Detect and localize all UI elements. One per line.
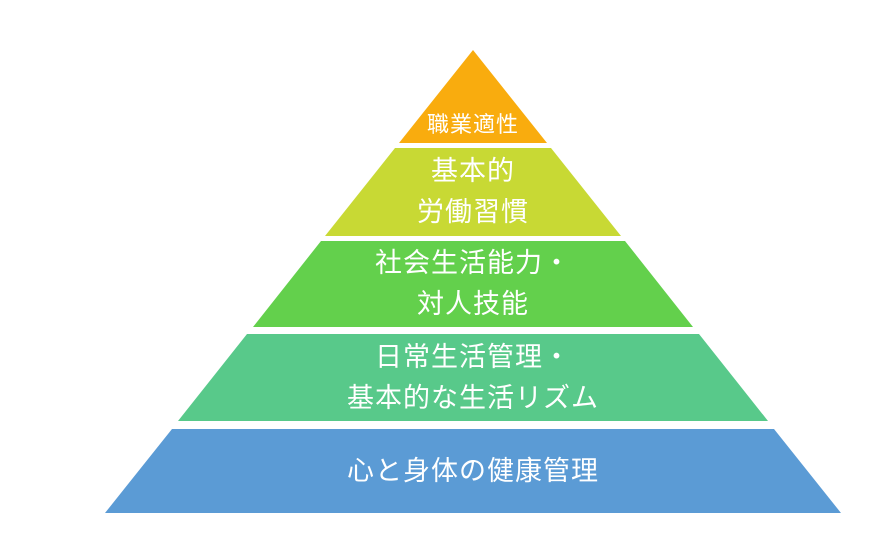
- level-1-label: 職業適性: [426, 112, 519, 137]
- level-4-label-line-2: 基本的な生活リズム: [347, 382, 599, 413]
- pyramid-level-vocational-aptitude: 職業適性: [399, 50, 547, 143]
- level-3-label-line-1: 社会生活能力・: [375, 248, 571, 278]
- pyramid-level-mind-body-health-management: 心と身体の健康管理: [105, 429, 841, 513]
- level-3-label-line-2: 対人技能: [417, 289, 529, 319]
- pyramid-level-basic-work-habits: 基本的 労働習慣: [325, 148, 621, 236]
- pyramid: 職業適性 基本的 労働習慣 社会生活能力・ 対人技能 日常生活管理・ 基本的な生…: [105, 50, 841, 513]
- level-4-label-line-1: 日常生活管理・: [375, 341, 571, 372]
- level-2-label-line-1: 基本的: [431, 156, 515, 186]
- level-2-label-line-2: 労働習慣: [417, 197, 529, 227]
- level-5-label: 心と身体の健康管理: [347, 455, 599, 486]
- pyramid-level-social-life-interpersonal-skills: 社会生活能力・ 対人技能: [253, 241, 693, 327]
- pyramid-level-daily-life-management: 日常生活管理・ 基本的な生活リズム: [178, 334, 768, 421]
